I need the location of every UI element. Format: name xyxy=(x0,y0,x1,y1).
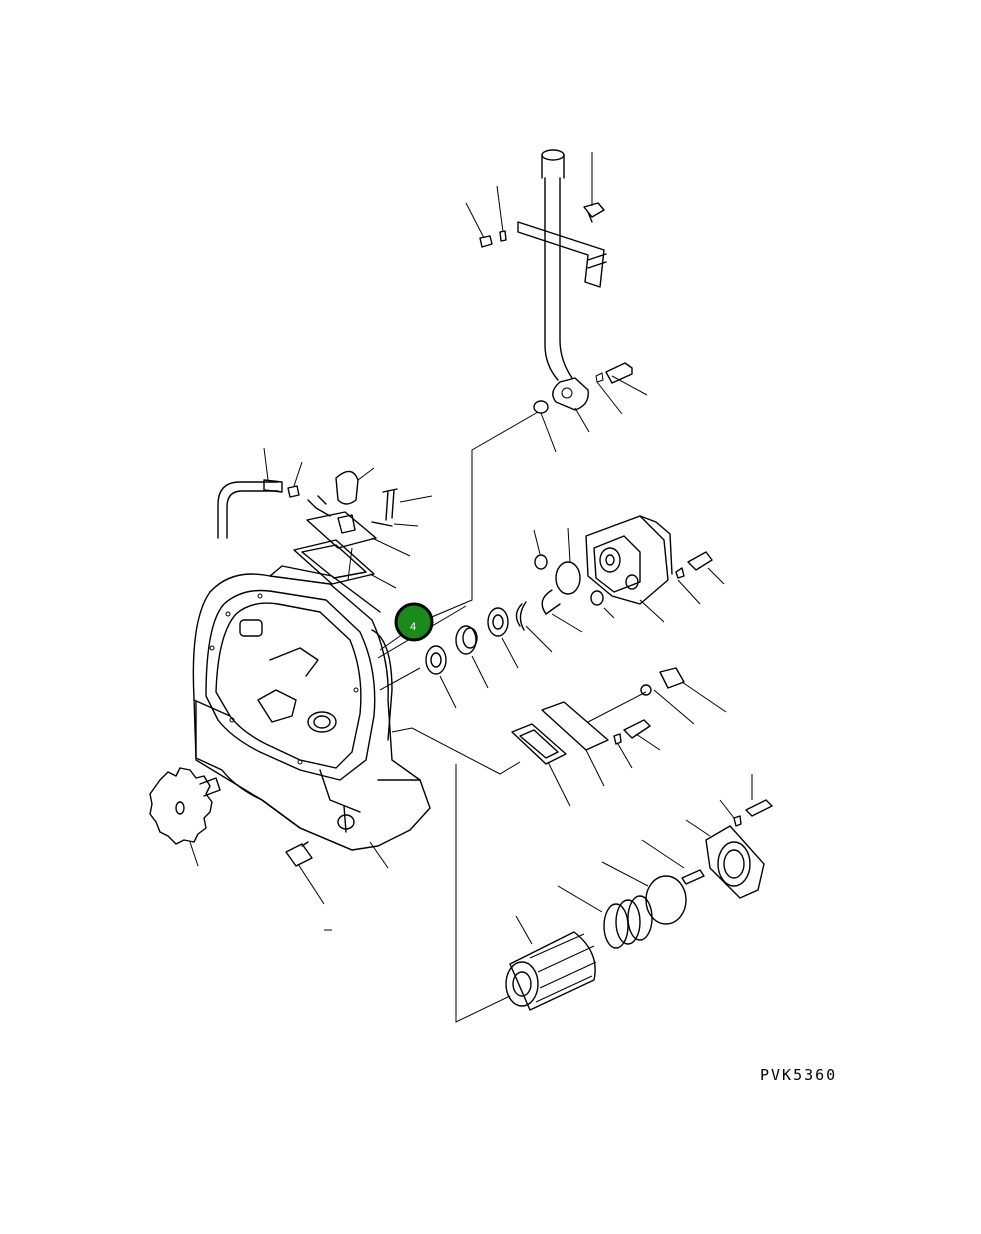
drain-plug xyxy=(285,841,332,931)
callout-bubble[interactable]: 4 xyxy=(394,602,434,642)
hydraulic-pump xyxy=(533,515,725,623)
pump-drive-gear xyxy=(149,767,221,867)
transmission-case xyxy=(192,565,431,869)
breather-cover-group xyxy=(217,447,433,589)
callout-circle[interactable] xyxy=(394,602,434,642)
dipstick-tube-assembly xyxy=(465,149,648,453)
drawing-code: PVK5360 xyxy=(760,1066,838,1084)
callout-label: 4 xyxy=(410,621,416,633)
shaft-bearings xyxy=(377,589,583,709)
filter-group xyxy=(455,764,773,1023)
cover-plate-group xyxy=(391,667,727,807)
